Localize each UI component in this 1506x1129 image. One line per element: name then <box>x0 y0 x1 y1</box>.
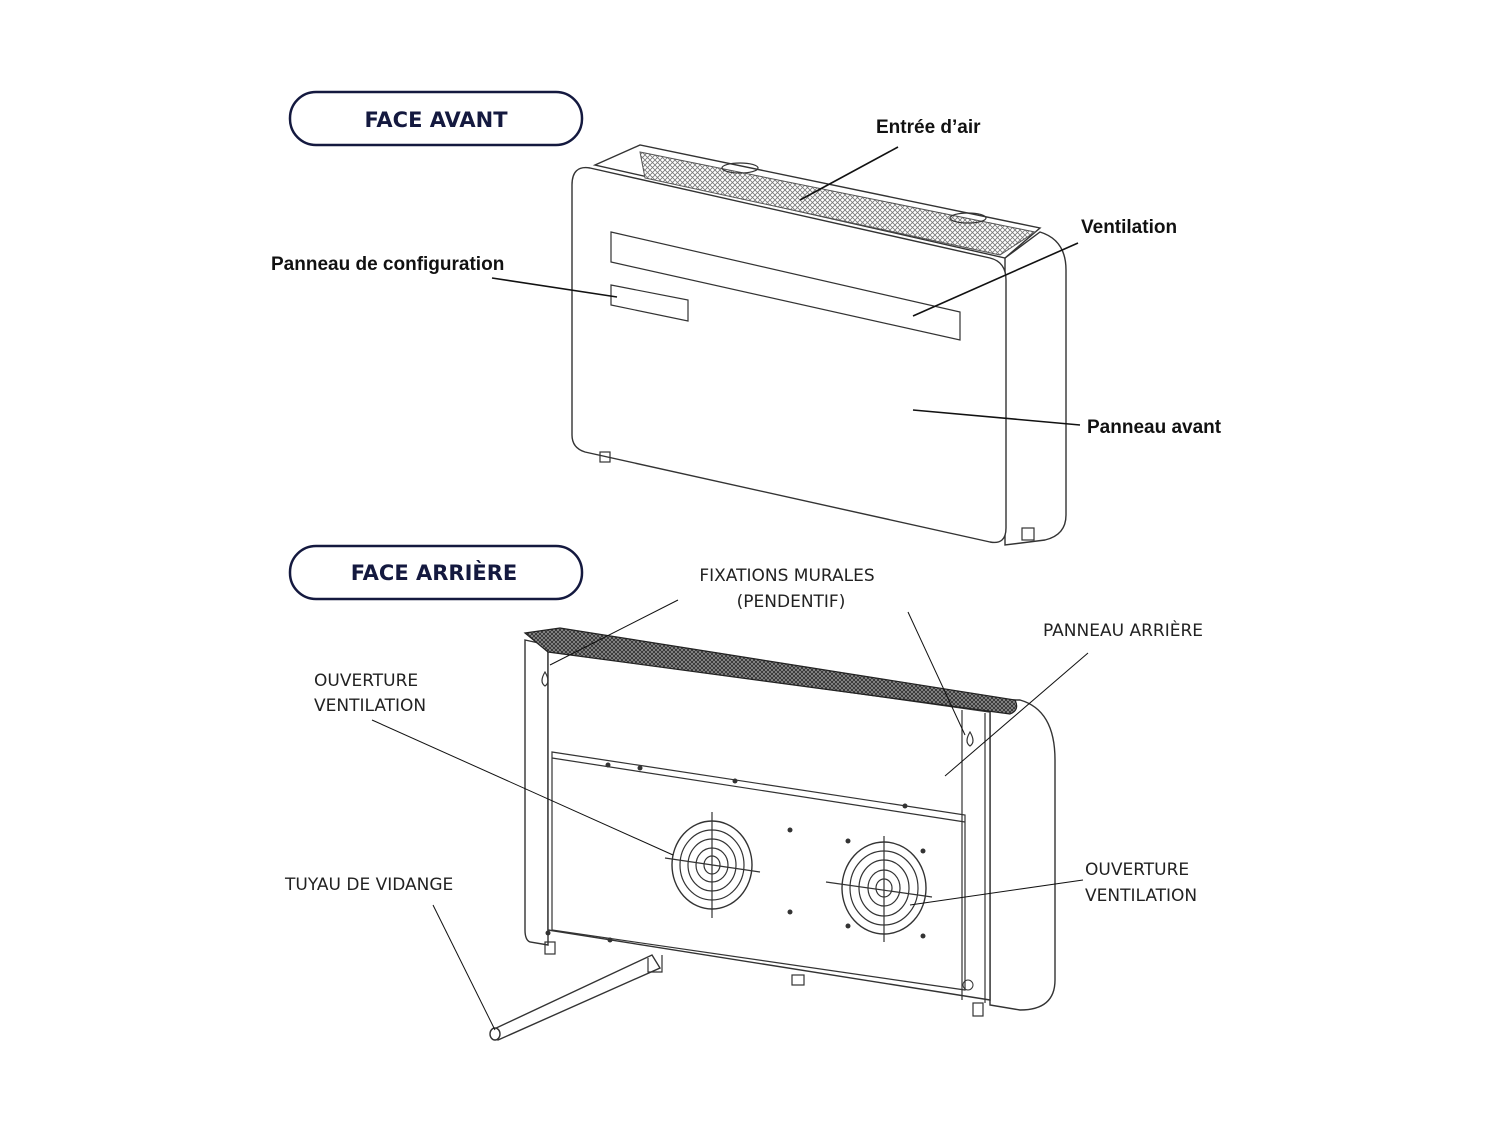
label-wall-mounts-line2: (PENDENTIF) <box>737 592 846 612</box>
label-front-panel: Panneau avant <box>1087 417 1222 438</box>
label-rear-panel: PANNEAU ARRIÈRE <box>1043 619 1203 641</box>
label-config-panel: Panneau de configuration <box>271 254 504 275</box>
label-wall-mounts-line1: FIXATIONS MURALES <box>699 566 874 586</box>
rear-unit-drawing <box>489 627 1056 1041</box>
label-vent-left-line2: VENTILATION <box>314 696 426 716</box>
front-section-badge: FACE AVANT <box>288 90 584 147</box>
label-drain-pipe: TUYAU DE VIDANGE <box>284 875 453 895</box>
leader-lines <box>371 146 1089 1031</box>
front-unit-drawing <box>571 144 1067 546</box>
fan-grille-right <box>825 836 933 942</box>
label-air-inlet: Entrée d’air <box>876 117 981 138</box>
label-vent-left-line1: OUVERTURE <box>314 671 418 691</box>
rear-section-title: FACE ARRIÈRE <box>351 560 518 585</box>
front-section-title: FACE AVANT <box>364 108 508 132</box>
label-vent-right-line1: OUVERTURE <box>1085 860 1189 880</box>
rear-section-badge: FACE ARRIÈRE <box>288 544 584 601</box>
label-ventilation: Ventilation <box>1081 217 1177 238</box>
fan-grille-left <box>664 812 761 918</box>
label-vent-right-line2: VENTILATION <box>1085 886 1197 906</box>
